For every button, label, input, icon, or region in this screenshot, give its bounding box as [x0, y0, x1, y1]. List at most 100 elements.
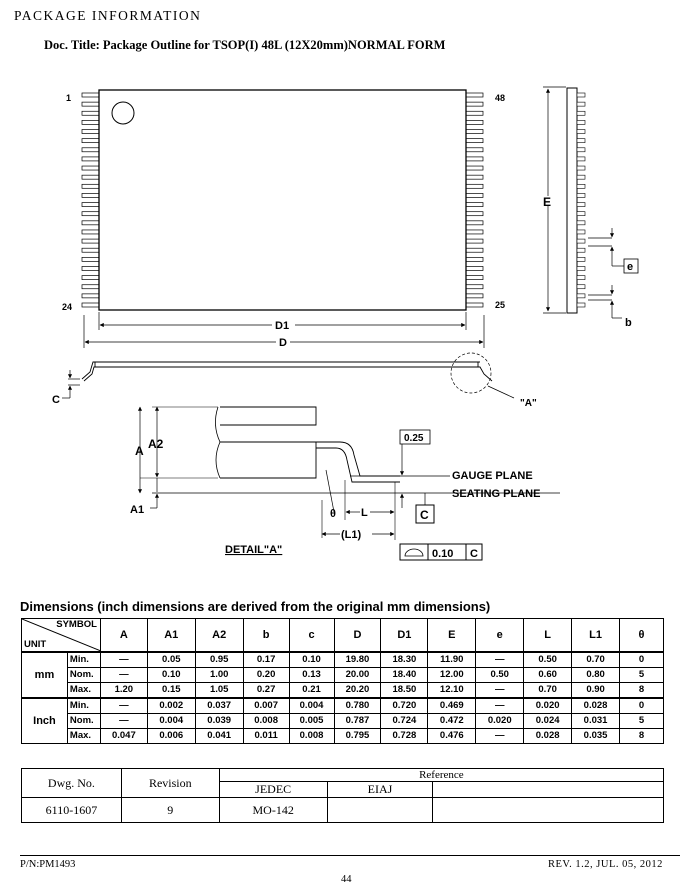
pin-lead — [465, 302, 484, 308]
value-cell: 0.10 — [146, 667, 196, 683]
value-cell: — — [99, 667, 148, 683]
footer-rule — [20, 855, 680, 856]
pin-lead — [465, 92, 484, 98]
value-cell: 0.039 — [194, 713, 244, 729]
dim-theta: θ — [330, 508, 336, 520]
side-lead — [576, 156, 586, 162]
value-cell: 0.90 — [571, 682, 621, 699]
pin-lead — [81, 284, 100, 290]
dim-A: A — [135, 444, 144, 458]
side-lead — [576, 174, 586, 180]
pin-lead — [465, 247, 484, 253]
dim-D1: D1 — [275, 320, 289, 332]
side-lead — [576, 184, 586, 189]
value-cell: 19.80 — [333, 651, 382, 668]
flatness-datum: C — [470, 548, 478, 560]
value-cell: 12.10 — [427, 682, 477, 699]
value-cell: 0 — [619, 651, 664, 668]
pin-lead — [81, 110, 100, 116]
side-view: E e b — [543, 86, 639, 329]
reference-table: Dwg. No. Revision Reference JEDEC EIAJ 6… — [21, 768, 665, 823]
side-lead — [576, 266, 586, 271]
pin-lead — [465, 266, 484, 271]
right-pin-row — [465, 92, 484, 308]
pin-lead — [81, 101, 100, 107]
value-cell: 8 — [619, 682, 664, 699]
value-cell: 0.476 — [427, 728, 477, 744]
value-cell: 1.05 — [194, 682, 244, 699]
side-lead — [576, 165, 586, 171]
reference-blank — [432, 781, 664, 798]
row-label: Min. — [66, 651, 101, 668]
jedec-label: JEDEC — [218, 781, 328, 798]
value-cell: 0.05 — [146, 651, 196, 668]
pin-lead — [81, 138, 100, 144]
pin-lead — [465, 138, 484, 144]
side-lead — [576, 138, 586, 143]
pin-label-24: 24 — [62, 302, 72, 312]
dwg-no-value: 6110-1607 — [21, 797, 122, 823]
dimensions-caption: Dimensions (inch dimensions are derived … — [20, 599, 491, 614]
dim-A2: A2 — [148, 437, 164, 451]
pin-lead — [81, 211, 100, 217]
side-lead — [576, 275, 586, 280]
side-lead — [576, 238, 586, 244]
dim-L1: (L1) — [341, 529, 362, 541]
value-cell: 0.037 — [194, 697, 244, 714]
reference-value-blank — [432, 797, 664, 823]
row-label: Max. — [66, 728, 101, 744]
pin-lead — [465, 202, 484, 207]
pin-lead — [465, 220, 484, 226]
side-lead — [576, 284, 586, 290]
side-lead — [576, 211, 586, 216]
pin-lead — [81, 275, 100, 280]
column-header: c — [288, 618, 335, 653]
footer-page: 44 — [341, 874, 352, 885]
pin-lead — [465, 229, 484, 235]
pin-lead — [81, 238, 100, 244]
column-header: E — [427, 618, 477, 653]
dim-C: C — [52, 394, 60, 406]
pin-lead — [81, 266, 100, 271]
pin-lead — [465, 147, 484, 153]
value-cell: 0.035 — [571, 728, 621, 744]
value-cell: 5 — [619, 667, 664, 683]
value-cell: 0.50 — [475, 667, 525, 683]
value-cell: 0.13 — [288, 667, 335, 683]
pin-lead — [465, 156, 484, 162]
jedec-value: MO-142 — [218, 797, 328, 823]
pin-lead — [81, 165, 100, 171]
pin-lead — [465, 211, 484, 217]
value-cell: 0.70 — [571, 651, 621, 668]
column-header: A2 — [194, 618, 244, 653]
side-lead — [576, 147, 586, 153]
value-cell: 0.028 — [523, 728, 573, 744]
pin-lead — [465, 193, 484, 198]
column-header: A — [99, 618, 148, 653]
pin-lead — [465, 293, 484, 299]
value-cell: — — [475, 651, 525, 668]
profile-view: "A" C — [52, 352, 537, 409]
value-cell: 0.006 — [146, 728, 196, 744]
side-lead — [576, 247, 586, 253]
value-cell: 1.20 — [99, 682, 148, 699]
symbol-label: SYMBOL — [56, 619, 97, 630]
pin-lead — [465, 110, 484, 116]
column-header: A1 — [146, 618, 196, 653]
row-label: Min. — [66, 697, 101, 714]
pin-label-48: 48 — [495, 93, 505, 103]
value-cell: 0.780 — [333, 697, 382, 714]
value-cell: 0.60 — [523, 667, 573, 683]
footer-revision: REV. 1.2, JUL. 05, 2012 — [548, 859, 663, 870]
pin-lead — [81, 92, 100, 98]
package-drawing: 1 48 24 25 D1 D E e — [52, 86, 639, 561]
pin-lead — [81, 256, 100, 262]
side-lead — [576, 120, 586, 125]
side-lead — [576, 92, 586, 98]
flatness-value: 0.10 — [432, 548, 453, 560]
pin-lead — [465, 174, 484, 180]
column-header: D — [333, 618, 382, 653]
